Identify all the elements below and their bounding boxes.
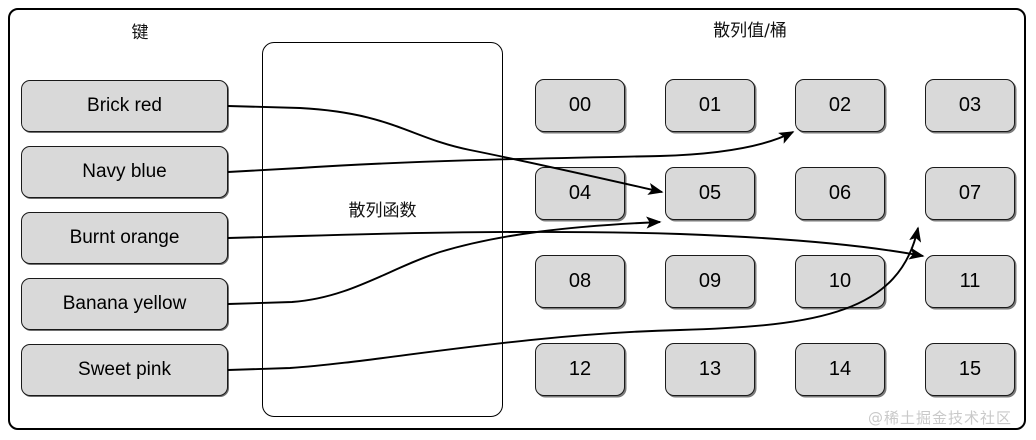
bucket-15[interactable]: 15: [925, 343, 1015, 396]
bucket-02[interactable]: 02: [795, 79, 885, 132]
buckets-column-header: 散列值/桶: [713, 21, 787, 41]
hash-function-label: 散列函数: [348, 201, 417, 221]
bucket-10[interactable]: 10: [795, 255, 885, 308]
bucket-03[interactable]: 03: [925, 79, 1015, 132]
bucket-06[interactable]: 06: [795, 167, 885, 220]
key-box-burnt-orange[interactable]: Burnt orange: [21, 212, 228, 264]
bucket-11[interactable]: 11: [925, 255, 1015, 308]
bucket-14[interactable]: 14: [795, 343, 885, 396]
bucket-05[interactable]: 05: [665, 167, 755, 220]
key-box-banana-yellow[interactable]: Banana yellow: [21, 278, 228, 330]
bucket-08[interactable]: 08: [535, 255, 625, 308]
keys-column-header: 键: [131, 23, 149, 43]
hash-function-box: [262, 42, 503, 417]
bucket-09[interactable]: 09: [665, 255, 755, 308]
bucket-01[interactable]: 01: [665, 79, 755, 132]
bucket-07[interactable]: 07: [925, 167, 1015, 220]
bucket-13[interactable]: 13: [665, 343, 755, 396]
key-box-brick-red[interactable]: Brick red: [21, 80, 228, 132]
bucket-04[interactable]: 04: [535, 167, 625, 220]
bucket-12[interactable]: 12: [535, 343, 625, 396]
bucket-00[interactable]: 00: [535, 79, 625, 132]
key-box-sweet-pink[interactable]: Sweet pink: [21, 344, 228, 396]
key-box-navy-blue[interactable]: Navy blue: [21, 146, 228, 198]
watermark: @稀土掘金技术社区: [867, 409, 1012, 427]
